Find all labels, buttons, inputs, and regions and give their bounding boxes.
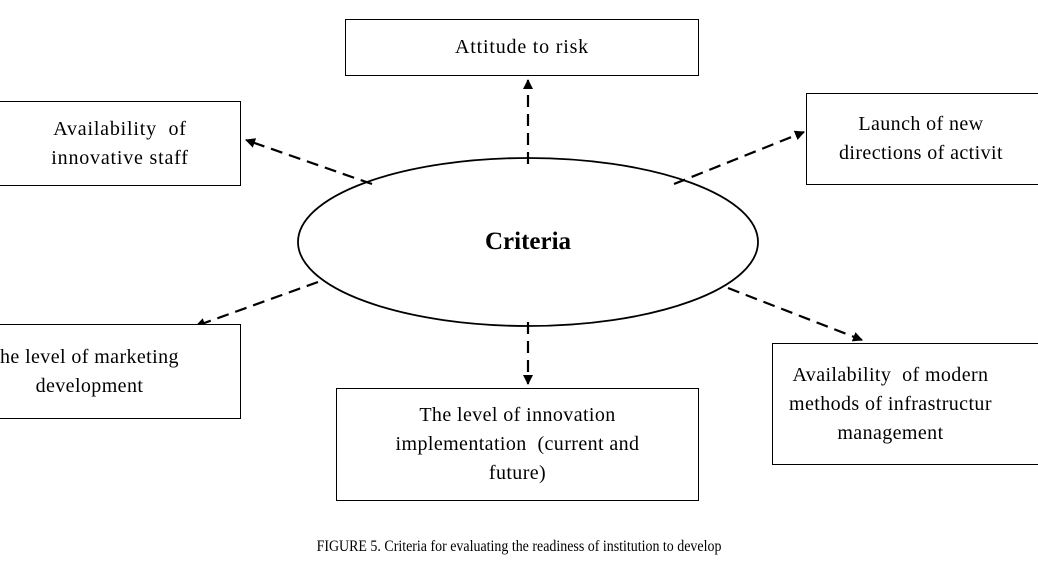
box-innovation-implementation: The level of innovation implementation (… [336,388,699,501]
arrow-to-launch [673,130,805,186]
criteria-label: Criteria [484,228,572,255]
box-modern-methods-text: Availability of modern methods of infras… [789,363,992,444]
arrow-to-modern [727,286,863,342]
box-innovative-staff: Availability of innovative staff [0,101,241,186]
arrow-to-staff [245,138,373,186]
box-marketing-development-text: he level of marketing development [0,345,179,397]
box-attitude-to-risk: Attitude to risk [345,19,699,76]
box-attitude-to-risk-text: Attitude to risk [455,36,589,58]
arrow-to-marketing [195,280,319,328]
figure-caption: FIGURE 5. Criteria for evaluating the re… [316,538,722,555]
box-marketing-development: he level of marketing development [0,324,241,419]
box-innovative-staff-text: Availability of innovative staff [51,117,189,169]
box-launch-new-directions: Launch of new directions of activit [806,93,1038,185]
box-launch-new-directions-text: Launch of new directions of activit [839,113,1003,164]
box-innovation-implementation-text: The level of innovation implementation (… [395,404,640,484]
box-modern-methods: Availability of modern methods of infras… [772,343,1038,465]
